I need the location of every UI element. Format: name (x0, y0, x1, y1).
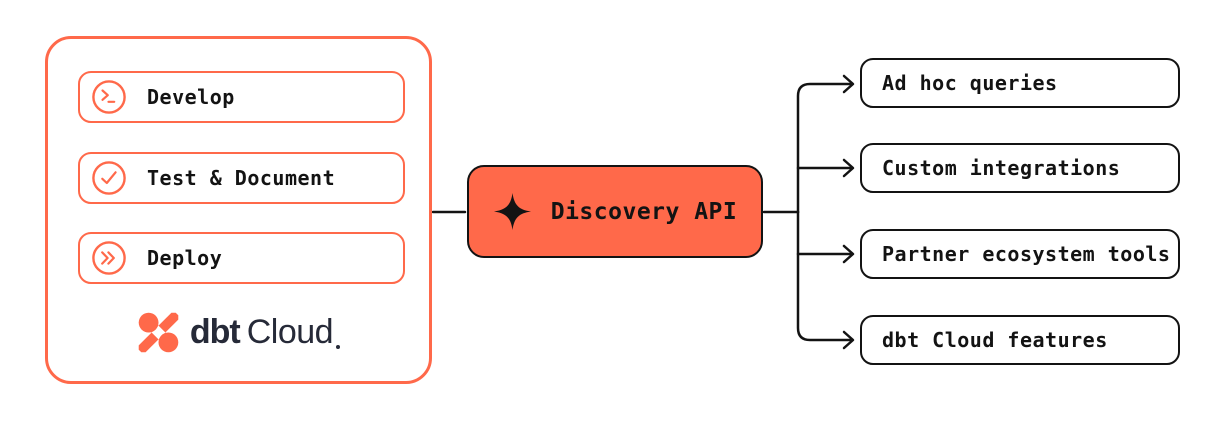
node-ad-hoc-queries: Ad hoc queries (860, 58, 1180, 108)
connector-branch-4 (796, 210, 854, 342)
node-dbt-cloud-features-label: dbt Cloud features (882, 328, 1108, 352)
arrowhead-2 (842, 158, 855, 178)
node-deploy-label: Deploy (147, 246, 223, 270)
arrowhead-1 (842, 74, 855, 94)
node-discovery-api: Discovery API (467, 165, 763, 258)
node-custom-integrations: Custom integrations (860, 143, 1180, 193)
double-chevron-circle-icon (92, 241, 126, 275)
node-develop: Develop (78, 71, 405, 123)
logo-word-cloud: Cloud (246, 313, 334, 351)
node-test-document: Test & Document (78, 152, 405, 204)
dbt-cloud-container: Develop Test & Document Deploy (45, 36, 432, 384)
trademark-dot (336, 345, 341, 349)
logo-word-dbt: dbt (189, 313, 241, 351)
check-circle-icon (92, 161, 126, 195)
node-deploy: Deploy (78, 232, 405, 284)
node-discovery-api-label: Discovery API (550, 198, 738, 225)
dbt-cloud-logo: dbt Cloud (48, 309, 429, 355)
node-custom-integrations-label: Custom integrations (882, 156, 1121, 180)
connector-branch-1 (796, 82, 854, 214)
arrowhead-3 (842, 244, 855, 264)
sparkle-icon (493, 192, 531, 231)
node-ad-hoc-queries-label: Ad hoc queries (882, 71, 1058, 95)
node-dbt-cloud-features: dbt Cloud features (860, 315, 1180, 365)
node-test-document-label: Test & Document (147, 166, 336, 190)
node-partner-ecosystem-tools-label: Partner ecosystem tools (882, 242, 1171, 266)
node-develop-label: Develop (147, 85, 235, 109)
node-partner-ecosystem-tools: Partner ecosystem tools (860, 229, 1180, 279)
dbt-logo-mark-icon (138, 312, 179, 352)
arrowhead-4 (842, 330, 855, 350)
terminal-prompt-icon (92, 80, 126, 114)
